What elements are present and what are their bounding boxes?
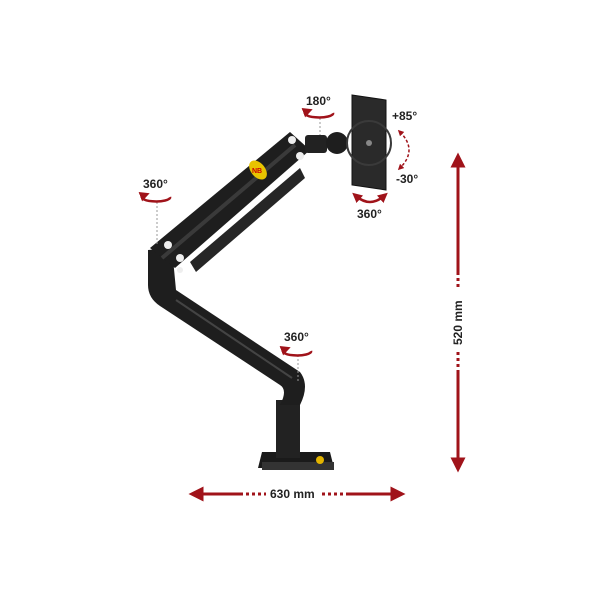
tilt-down-label: -30° [396, 172, 418, 186]
lower-arm [148, 248, 305, 405]
tilt-up-label: +85° [392, 109, 417, 123]
tilt-head [305, 94, 392, 191]
elbow-rotation-label: 360° [284, 330, 309, 344]
height-label: 520 mm [451, 300, 465, 345]
reach-label: 630 mm [270, 487, 315, 501]
head-swivel-label: 180° [306, 94, 331, 108]
desk-clamp-base [258, 400, 334, 470]
upper-arm: NB [150, 132, 310, 273]
logo-text: NB [252, 168, 262, 175]
tilt-arrow-icon [397, 129, 410, 171]
rotation-arrow-icon [301, 108, 335, 119]
reach-dimension: 630 mm [188, 486, 406, 502]
brand-logo [249, 160, 267, 180]
base-rotation-label: 360° [143, 177, 168, 191]
rotation-arrow-icon [279, 346, 313, 357]
height-dimension: 520 mm [450, 152, 466, 473]
rotation-arrow-icon [138, 192, 172, 203]
screen-rotation-label: 360° [357, 207, 382, 221]
rotation-arrow-icon [352, 192, 388, 204]
